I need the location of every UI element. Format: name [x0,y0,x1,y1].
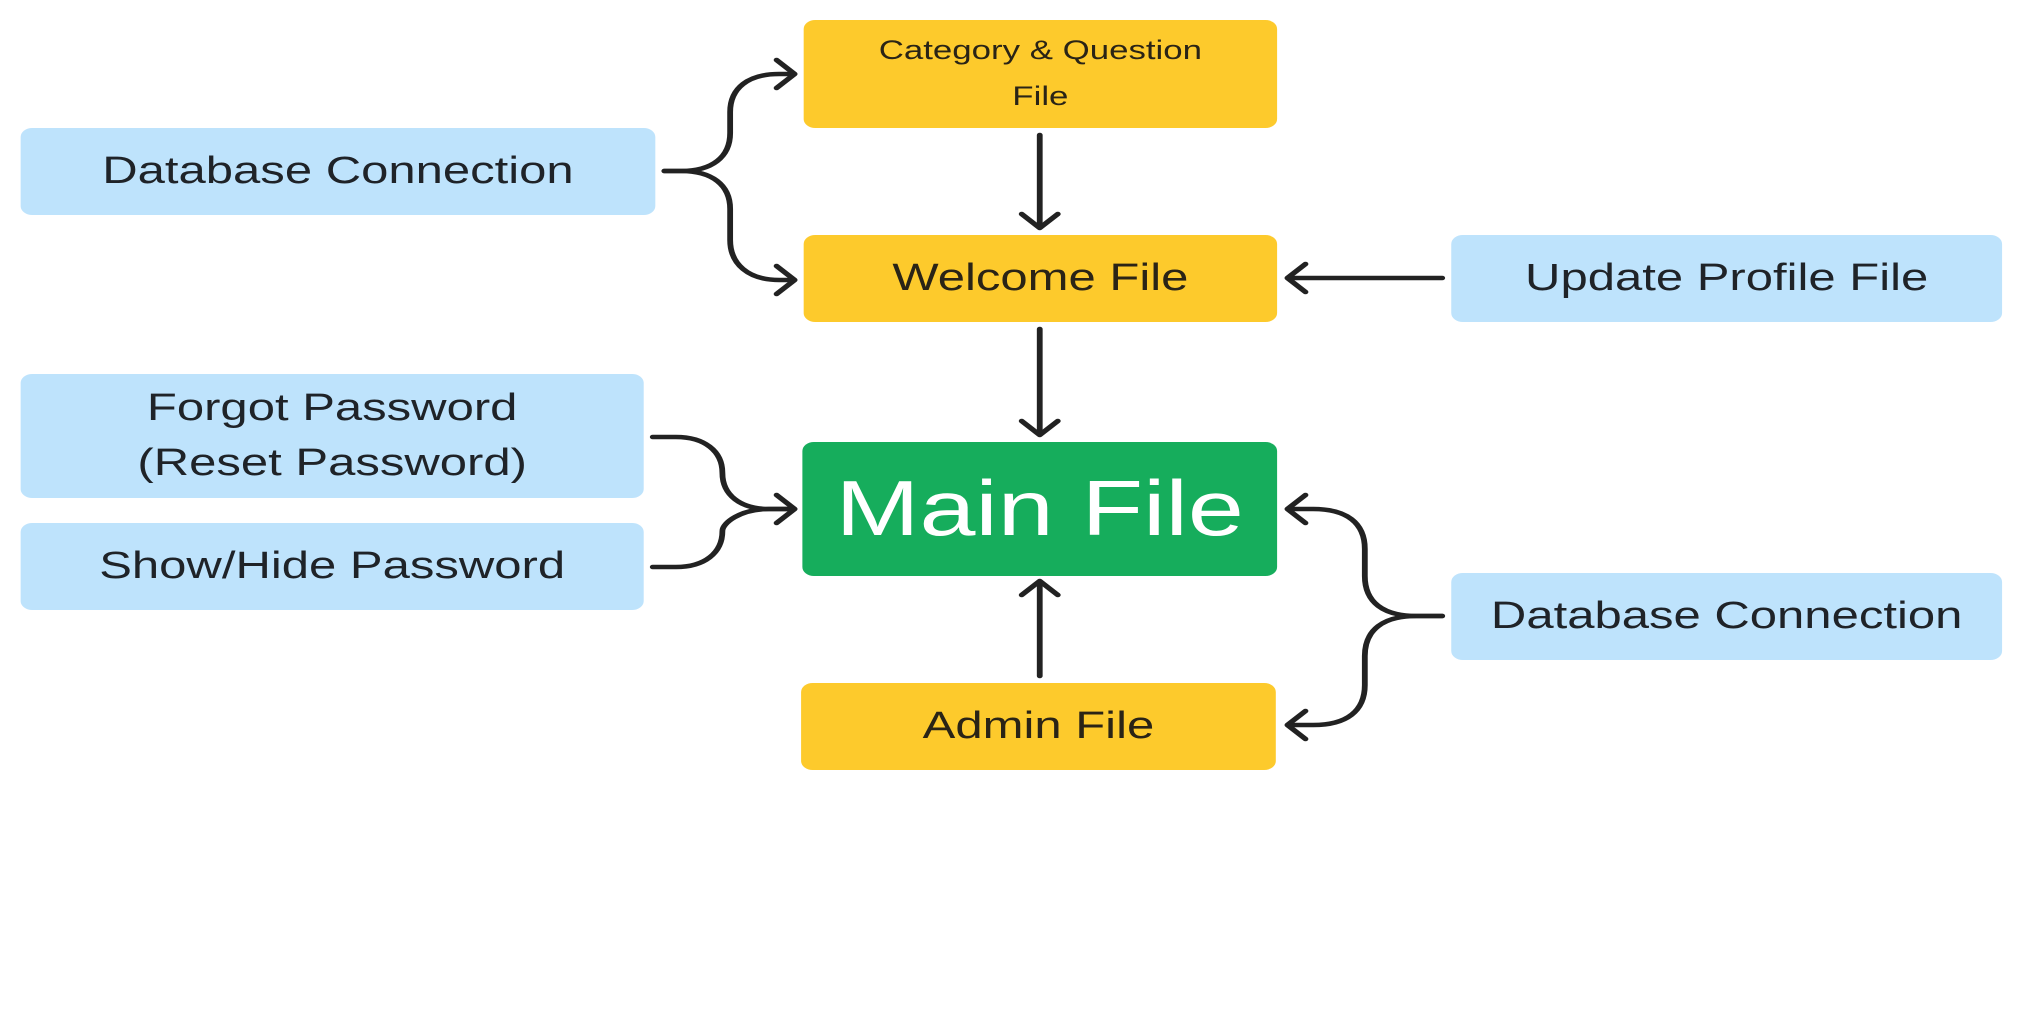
arrowhead-main-top [1018,418,1061,438]
arrowhead-main-bottom [1018,578,1061,598]
welcome-file-label: Welcome File [892,256,1189,299]
show-hide-password-node: Show/Hide Password [20,523,644,610]
category-question-file-label: Category & Question File [878,35,1203,111]
forgot-password-node: Forgot Password (Reset Password) [20,374,644,498]
connector-dbleft-to-category [661,71,795,174]
main-file-label: Main File [835,464,1244,553]
forgot-password-label: Forgot Password (Reset Password) [137,386,527,484]
connector-dbright-to-main [1287,506,1446,619]
connector-forgot-to-main [649,434,795,512]
database-connection-left-label: Database Connection [102,149,574,192]
arrowhead-main-left [773,492,798,526]
database-connection-right-label: Database Connection [1490,594,1963,637]
arrowhead-welcome-top [1018,211,1061,231]
category-question-file-node: Category & Question File [803,20,1278,128]
connector-dbright-to-admin [1287,613,1446,728]
welcome-file-node: Welcome File [803,235,1278,322]
admin-file-node: Admin File [801,683,1276,770]
arrowhead-welcome-left [773,263,798,297]
arrowhead-main-right [1284,492,1309,526]
arrowhead-category [773,57,798,91]
database-connection-left-node: Database Connection [20,128,656,215]
update-profile-file-label: Update Profile File [1525,256,1929,299]
admin-file-label: Admin File [922,704,1155,747]
connector-dbleft-to-welcome [661,168,795,283]
show-hide-password-label: Show/Hide Password [99,544,566,587]
arrowhead-welcome-right [1284,261,1309,295]
database-connection-right-node: Database Connection [1451,573,2003,660]
connector-showhide-to-main [649,506,795,570]
update-profile-file-node: Update Profile File [1451,235,2003,322]
main-file-node: Main File [802,442,1278,576]
arrowhead-admin-right [1284,708,1309,742]
